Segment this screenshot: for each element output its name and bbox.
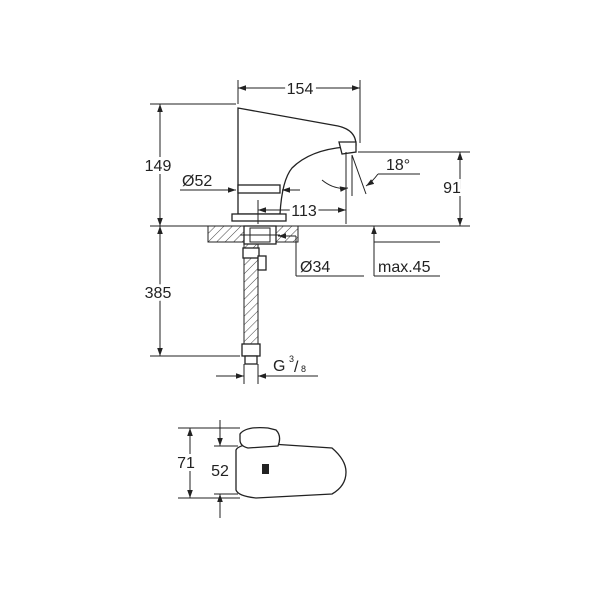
- dim-149-label: 149: [145, 158, 172, 175]
- top-view: 71 52: [174, 420, 347, 518]
- dim-52-top-label: 52: [211, 463, 229, 480]
- dim-91-label: 91: [443, 180, 461, 197]
- angle-arc-left: [321, 179, 349, 192]
- angle-arc-right: [365, 173, 379, 187]
- dim-113-label: 113: [291, 203, 317, 220]
- dim-71-label: 71: [177, 455, 195, 472]
- dim-154-label: 154: [287, 81, 314, 98]
- counter-hatch-left: [207, 225, 245, 243]
- counter-hatch-right: [275, 225, 299, 243]
- supply-hose: [243, 243, 259, 347]
- top-view-body: [235, 442, 347, 499]
- hose-fitting-bottom: [241, 343, 261, 357]
- hose-fitting-top: [242, 247, 260, 259]
- dim-diameter-34-label: Ø34: [300, 259, 330, 276]
- top-view-spout: [239, 426, 281, 449]
- base-collar: [237, 184, 281, 194]
- dim-thread-g-label: G: [273, 358, 285, 375]
- dim-385-label: 385: [145, 285, 172, 302]
- dim-thread-num: 3: [289, 354, 294, 364]
- dim-angle-18-label: 18°: [386, 157, 410, 174]
- angle-spray-line: [351, 154, 367, 195]
- spout-nozzle: [338, 141, 357, 155]
- hose-connector: [244, 355, 258, 365]
- side-view: 154 149 Ø52 113 18° 91 Ø34: [142, 78, 470, 384]
- sensor-window: [262, 464, 269, 474]
- dim-thread-den: 8: [301, 364, 306, 374]
- dim-diameter-52-label: Ø52: [182, 173, 212, 190]
- dim-max-45-label: max.45: [378, 259, 431, 276]
- base-plate: [231, 213, 287, 222]
- faucet-body: [237, 107, 357, 215]
- dim-thread-slash: /: [294, 359, 299, 376]
- hose-side-valve: [257, 255, 267, 271]
